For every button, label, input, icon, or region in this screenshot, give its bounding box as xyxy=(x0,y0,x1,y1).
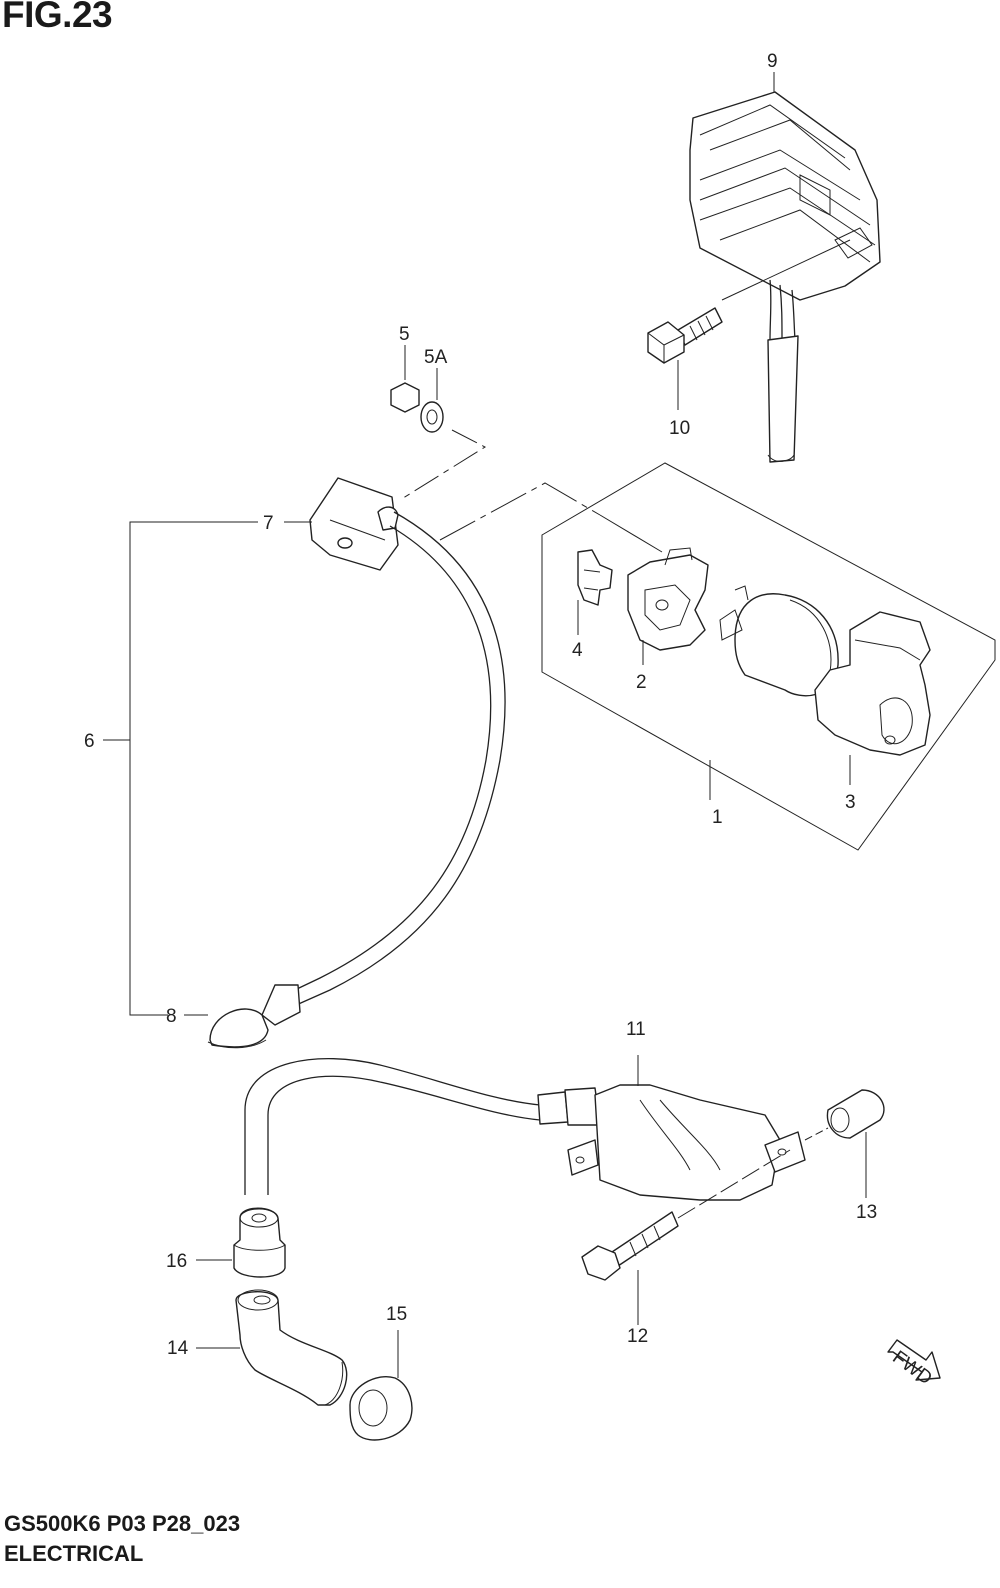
part-label-1: 1 xyxy=(712,807,723,828)
part-label-9: 9 xyxy=(767,51,778,72)
part-label-10: 10 xyxy=(669,418,690,439)
part-label-4: 4 xyxy=(572,640,583,661)
regulator-bolt-part xyxy=(647,239,851,410)
part-label-5a: 5A xyxy=(424,347,448,368)
figure-title: FIG.23 xyxy=(2,0,113,35)
part-label-13: 13 xyxy=(856,1202,877,1223)
ignition-coil-part xyxy=(244,1055,885,1325)
forward-direction-badge: FWD xyxy=(887,1339,941,1389)
spark-plug-cap-parts xyxy=(196,1207,413,1441)
model-code: GS500K6 P03 P28_023 xyxy=(4,1511,241,1536)
part-label-15: 15 xyxy=(386,1304,407,1325)
part-label-6: 6 xyxy=(84,731,95,752)
part-label-12: 12 xyxy=(627,1326,648,1347)
part-label-8: 8 xyxy=(166,1006,177,1027)
part-label-5: 5 xyxy=(399,324,410,345)
part-label-2: 2 xyxy=(636,672,647,693)
part-label-3: 3 xyxy=(845,792,856,813)
ignition-switch-assembly-part xyxy=(541,462,996,851)
spark-plug-lead-part xyxy=(103,477,663,1049)
section-caption: ELECTRICAL xyxy=(4,1541,144,1566)
part-label-16: 16 xyxy=(166,1251,187,1272)
part-number-labels: 1 2 3 4 5 5A 6 7 8 9 10 11 12 13 14 15 1… xyxy=(84,51,877,1359)
nut-and-washer-parts xyxy=(390,345,487,501)
part-label-11: 11 xyxy=(626,1019,646,1040)
part-label-14: 14 xyxy=(167,1338,189,1359)
regulator-rectifier-part xyxy=(689,91,881,463)
part-label-7: 7 xyxy=(263,513,274,534)
